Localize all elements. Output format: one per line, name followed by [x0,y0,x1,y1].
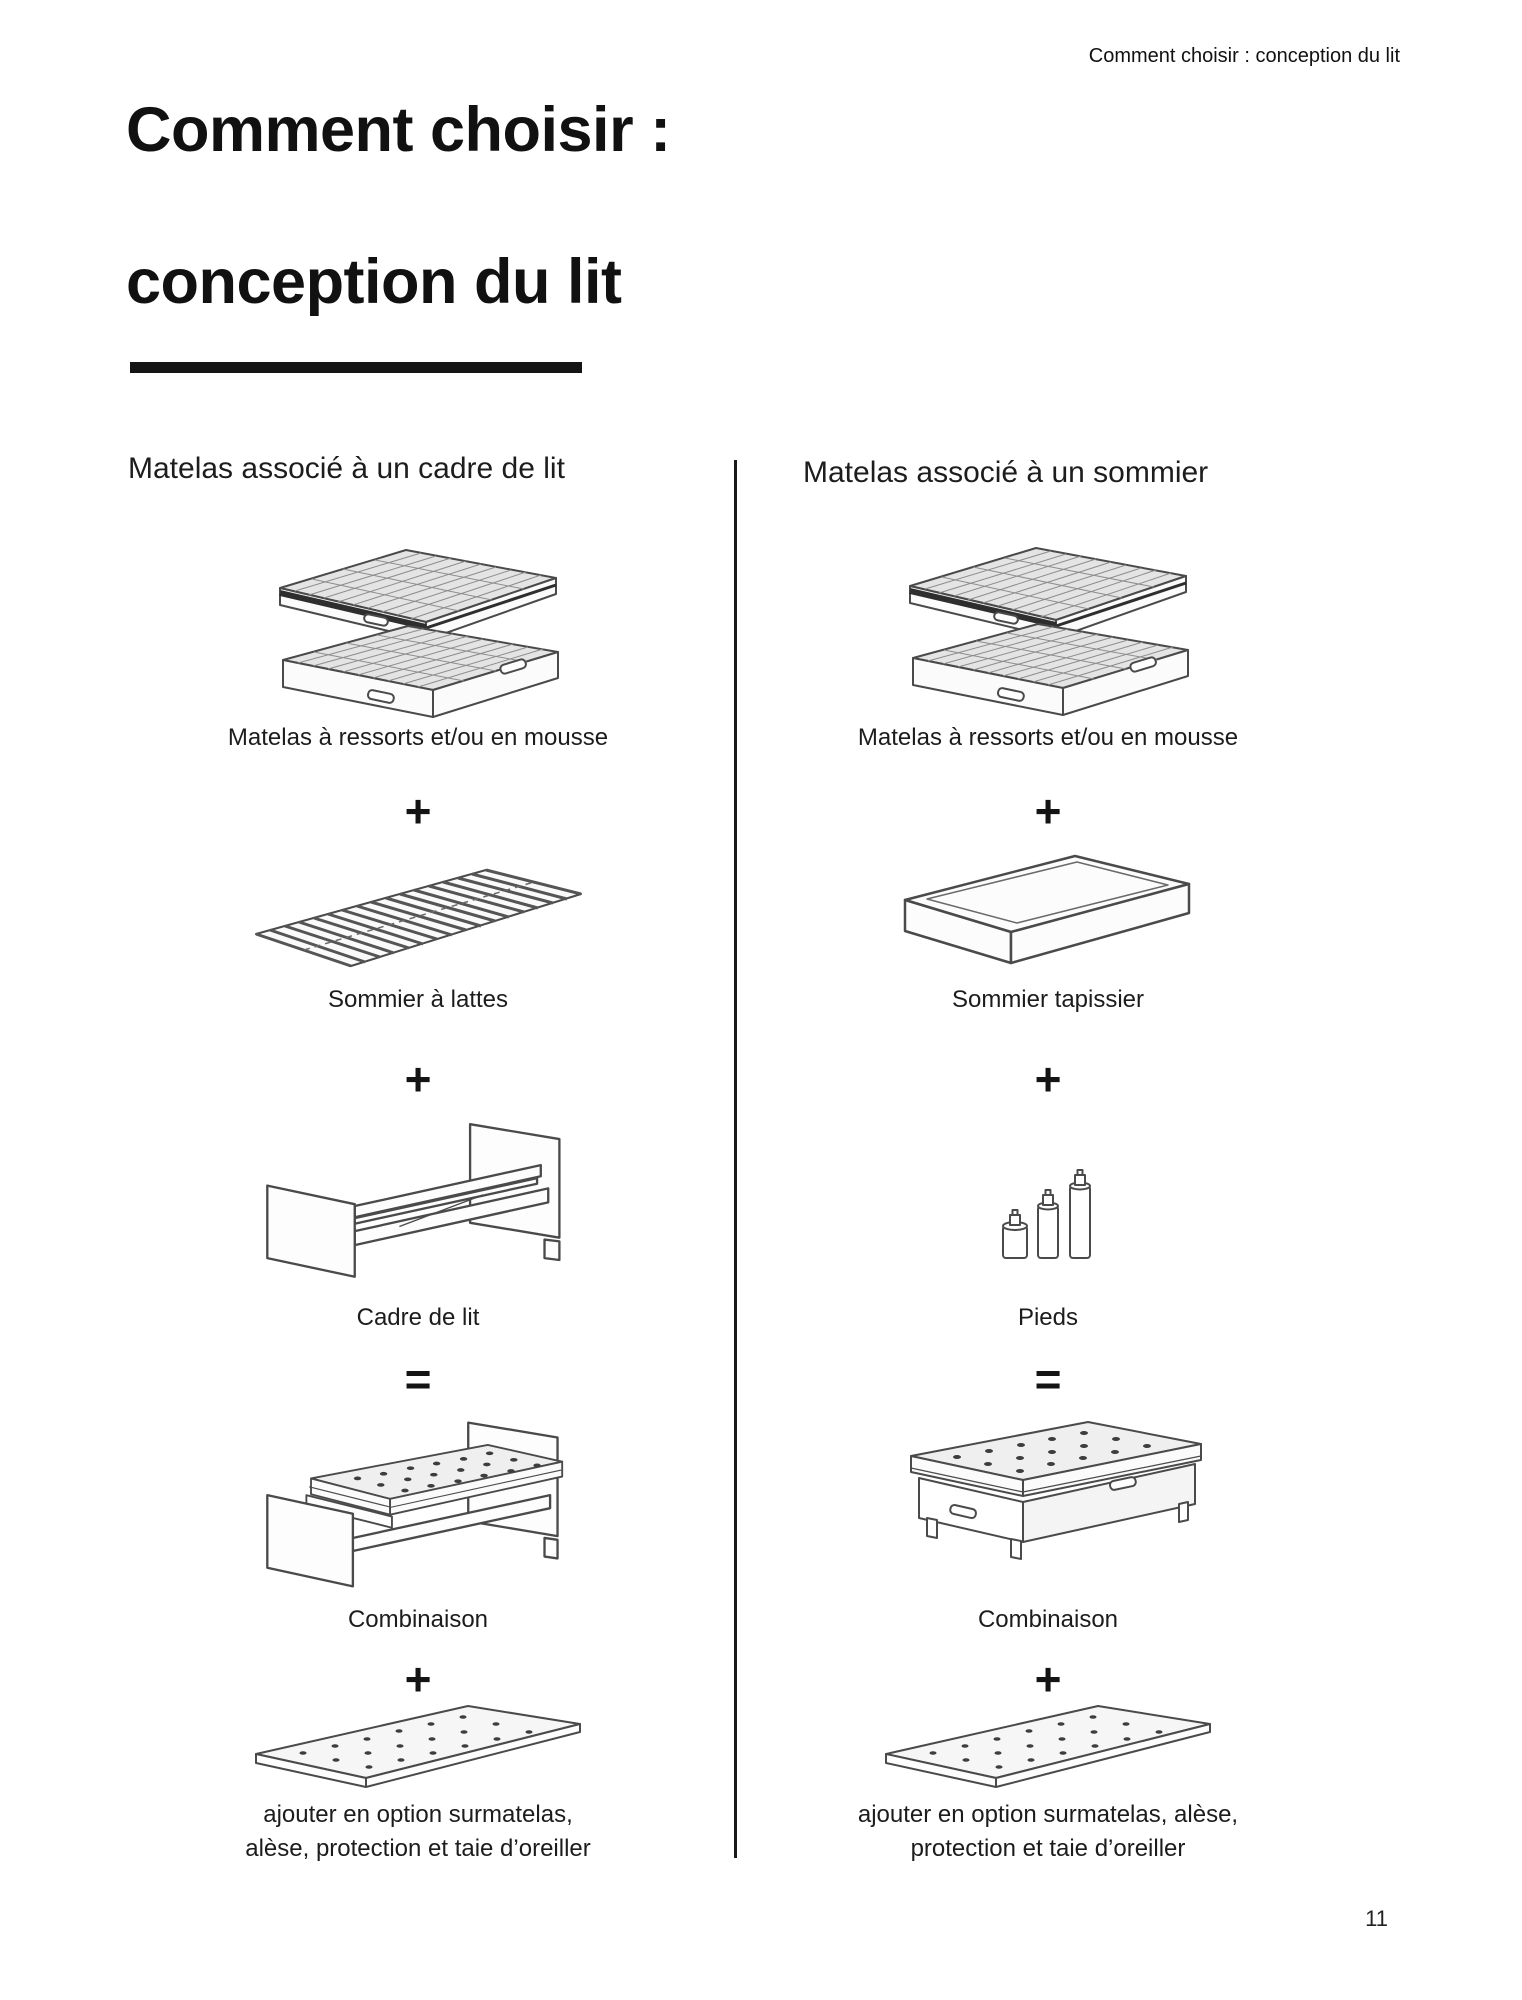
topper-illustration [878,1694,1218,1794]
mattress-pair-illustration [268,540,568,725]
running-header: Comment choisir : conception du lit [1088,45,1400,67]
plus-operator: + [1034,1653,1062,1705]
left-option-line1: ajouter en option surmatelas, [263,1801,573,1828]
plus-operator: + [404,1653,432,1705]
right-option-caption: ajouter en option surmatelas, alèse, pro… [740,1798,1356,1866]
title-rule [130,362,582,373]
bed-frame-illustration [253,1100,583,1300]
left-option-caption: ajouter en option surmatelas, alèse, pro… [110,1798,726,1866]
left-column-heading: Matelas associé à un cadre de lit [128,452,565,485]
right-base-label: Sommier tapissier [951,986,1145,1013]
left-mattress-label: Matelas à ressorts et/ou en mousse [227,724,609,751]
plus-operator: + [1034,1053,1062,1105]
right-column-heading: Matelas associé à un sommier [803,456,1209,489]
equals-operator: = [1034,1353,1062,1405]
right-legs-label: Pieds [1017,1304,1079,1331]
slatted-base-illustration [248,854,588,969]
column-divider [734,460,737,1858]
right-option-line1: ajouter en option surmatelas, alèse, [857,1801,1239,1828]
right-combo-label: Combinaison [977,1606,1119,1633]
right-mattress-label: Matelas à ressorts et/ou en mousse [857,724,1239,751]
left-combo-label: Combinaison [347,1606,489,1633]
box-spring-illustration [893,842,1203,972]
bed-legs-illustration [993,1156,1103,1264]
plus-operator: + [1034,785,1062,837]
page-title-line2: conception du lit [126,247,622,317]
left-option-line2: alèse, protection et taie d’oreiller [245,1835,591,1862]
divan-combination-illustration [883,1412,1213,1582]
right-option-line2: protection et taie d’oreiller [910,1835,1186,1862]
topper-illustration [248,1694,588,1794]
equals-operator: = [404,1353,432,1405]
page-number: 11 [1365,1906,1388,1931]
page-title-line1: Comment choisir : [126,95,671,165]
page-title: Comment choisir : conception du lit [126,92,1026,320]
plus-operator: + [404,785,432,837]
mattress-pair-illustration [898,538,1198,723]
left-frame-label: Cadre de lit [356,1304,480,1331]
left-base-label: Sommier à lattes [327,986,509,1013]
plus-operator: + [404,1053,432,1105]
combination-bed-illustration [253,1404,583,1604]
